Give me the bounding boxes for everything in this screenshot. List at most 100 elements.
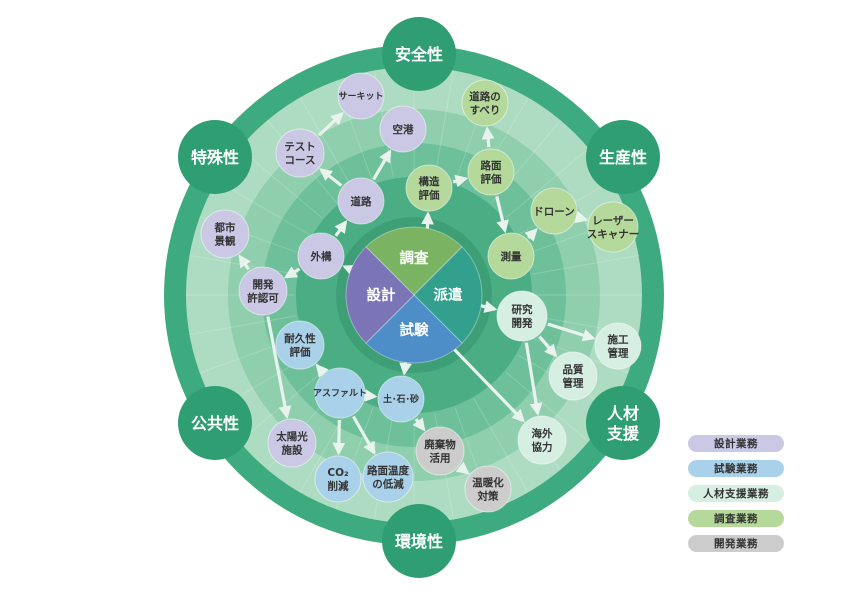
node-circle [379, 105, 427, 153]
node-warming: 温暖化対策 [464, 465, 512, 513]
node-circle [362, 451, 414, 503]
ring-spoke [299, 97, 355, 192]
arrow-roadeval-to-slip [481, 126, 495, 148]
hub-environment: 環境性 [382, 504, 456, 578]
ring-spoke [473, 398, 529, 493]
arrow-permit-to-solar [266, 316, 292, 419]
node-label-solar: 太陽光施設 [275, 430, 308, 456]
node-circle [377, 375, 425, 423]
node-waste: 廃棄物活用 [415, 426, 465, 476]
node-circle [314, 367, 366, 419]
node-slip: 道路のすべり [461, 79, 509, 127]
ring-spoke [239, 148, 323, 219]
node-label-durability: 耐久性評価 [284, 332, 316, 358]
hub-label-public: 公共性 [191, 414, 239, 433]
node-structeval: 構造評価 [405, 164, 453, 212]
node-airport: 空港 [379, 105, 427, 153]
arrow-exterior-to-road [334, 219, 348, 237]
hub-label-special: 特殊性 [191, 148, 239, 167]
node-label-asphalt: アスファルト [313, 388, 367, 399]
arrow-permit-to-cityscape [238, 254, 251, 271]
hub-safety: 安全性 [382, 17, 456, 91]
hub-circle [382, 504, 456, 578]
node-circle [238, 266, 288, 316]
ring-spoke [505, 148, 589, 219]
hub-label-hr_support: 人材支援 [606, 404, 640, 443]
node-circle [267, 418, 317, 468]
node-label-drone: ドローン [533, 206, 574, 218]
node-laser: レーザースキャナー [587, 201, 639, 253]
arrow-asphalt-to-soil [364, 389, 378, 402]
node-label-soil: 土･石･砂 [383, 393, 419, 405]
arrow-research-to-quality [538, 335, 558, 358]
node-label-roadeval: 路面評価 [481, 159, 502, 185]
node-circle [548, 351, 598, 401]
ring-spoke [532, 254, 639, 275]
node-drone: ドローン [530, 187, 578, 235]
legend-item-hr: 人材支援業務 [688, 485, 784, 502]
node-roadeval: 路面評価 [467, 148, 515, 196]
node-circle [467, 148, 515, 196]
arrow-drone-to-laser [574, 210, 589, 224]
arrow-survey2-to-drone [524, 227, 538, 242]
pie-sector-dispatch [413, 246, 483, 344]
node-circle [461, 79, 509, 127]
node-durability: 耐久性評価 [275, 320, 325, 370]
node-permit: 開発許認可 [238, 266, 288, 316]
node-roadtemp: 路面温度の低減 [362, 451, 414, 503]
hub-productivity: 生産性 [586, 120, 660, 194]
node-solar: 太陽光施設 [267, 418, 317, 468]
node-exterior: 外構 [297, 232, 345, 280]
node-survey2: 測量 [487, 232, 535, 280]
arrow-testcourse-to-circuit [317, 112, 344, 137]
node-circle [337, 72, 385, 120]
hub-circle [178, 120, 252, 194]
node-circle [594, 322, 642, 370]
hub-public: 公共性 [178, 386, 252, 460]
node-quality: 品質管理 [548, 351, 598, 401]
node-label-circuit: サーキット [338, 91, 383, 102]
legend-item-design: 設計業務 [688, 435, 784, 452]
node-circle [297, 232, 345, 280]
node-circle [200, 209, 250, 259]
arrow-waste-to-warming [455, 461, 470, 475]
node-label-roadtemp: 路面温度の低減 [367, 464, 409, 490]
node-testcourse: テストコース [275, 128, 325, 178]
hub-label-safety: 安全性 [395, 45, 443, 64]
pie-label-survey: 調査 [400, 249, 429, 267]
node-circle [487, 232, 535, 280]
legend-item-survey: 調査業務 [688, 510, 784, 527]
node-circle [405, 164, 453, 212]
node-overseas: 海外協力 [517, 415, 567, 465]
node-circle [496, 290, 548, 342]
ring-spoke [505, 371, 589, 442]
hub-circle [586, 120, 660, 194]
node-circle [464, 465, 512, 513]
node-label-quality: 品質管理 [563, 363, 584, 389]
node-road: 道路 [337, 177, 385, 225]
legend-item-dev: 開発業務 [688, 535, 784, 552]
node-research: 研究開発 [496, 290, 548, 342]
node-circle [530, 187, 578, 235]
node-cityscape: 都市景観 [200, 209, 250, 259]
hub-circle [178, 386, 252, 460]
ring-spoke [216, 180, 311, 236]
node-soil: 土･石･砂 [377, 375, 425, 423]
node-label-structeval: 構造評価 [419, 175, 440, 201]
arrow-soil-to-waste [412, 417, 426, 432]
arrow-asphalt-to-roadtemp [352, 415, 376, 455]
arrow-road-to-airport [372, 149, 392, 181]
hub-label-environment: 環境性 [395, 532, 443, 551]
arrow-road-to-testcourse [319, 168, 343, 187]
pie-sector-survey [365, 226, 463, 296]
node-label-survey2: 測量 [501, 250, 522, 263]
arrow-exterior-to-permit [283, 266, 301, 279]
node-circle [275, 320, 325, 370]
node-circle [587, 201, 639, 253]
ring-spoke [434, 70, 455, 177]
node-label-testcourse: テストコース [284, 141, 316, 166]
pie-sector-test [365, 294, 463, 364]
